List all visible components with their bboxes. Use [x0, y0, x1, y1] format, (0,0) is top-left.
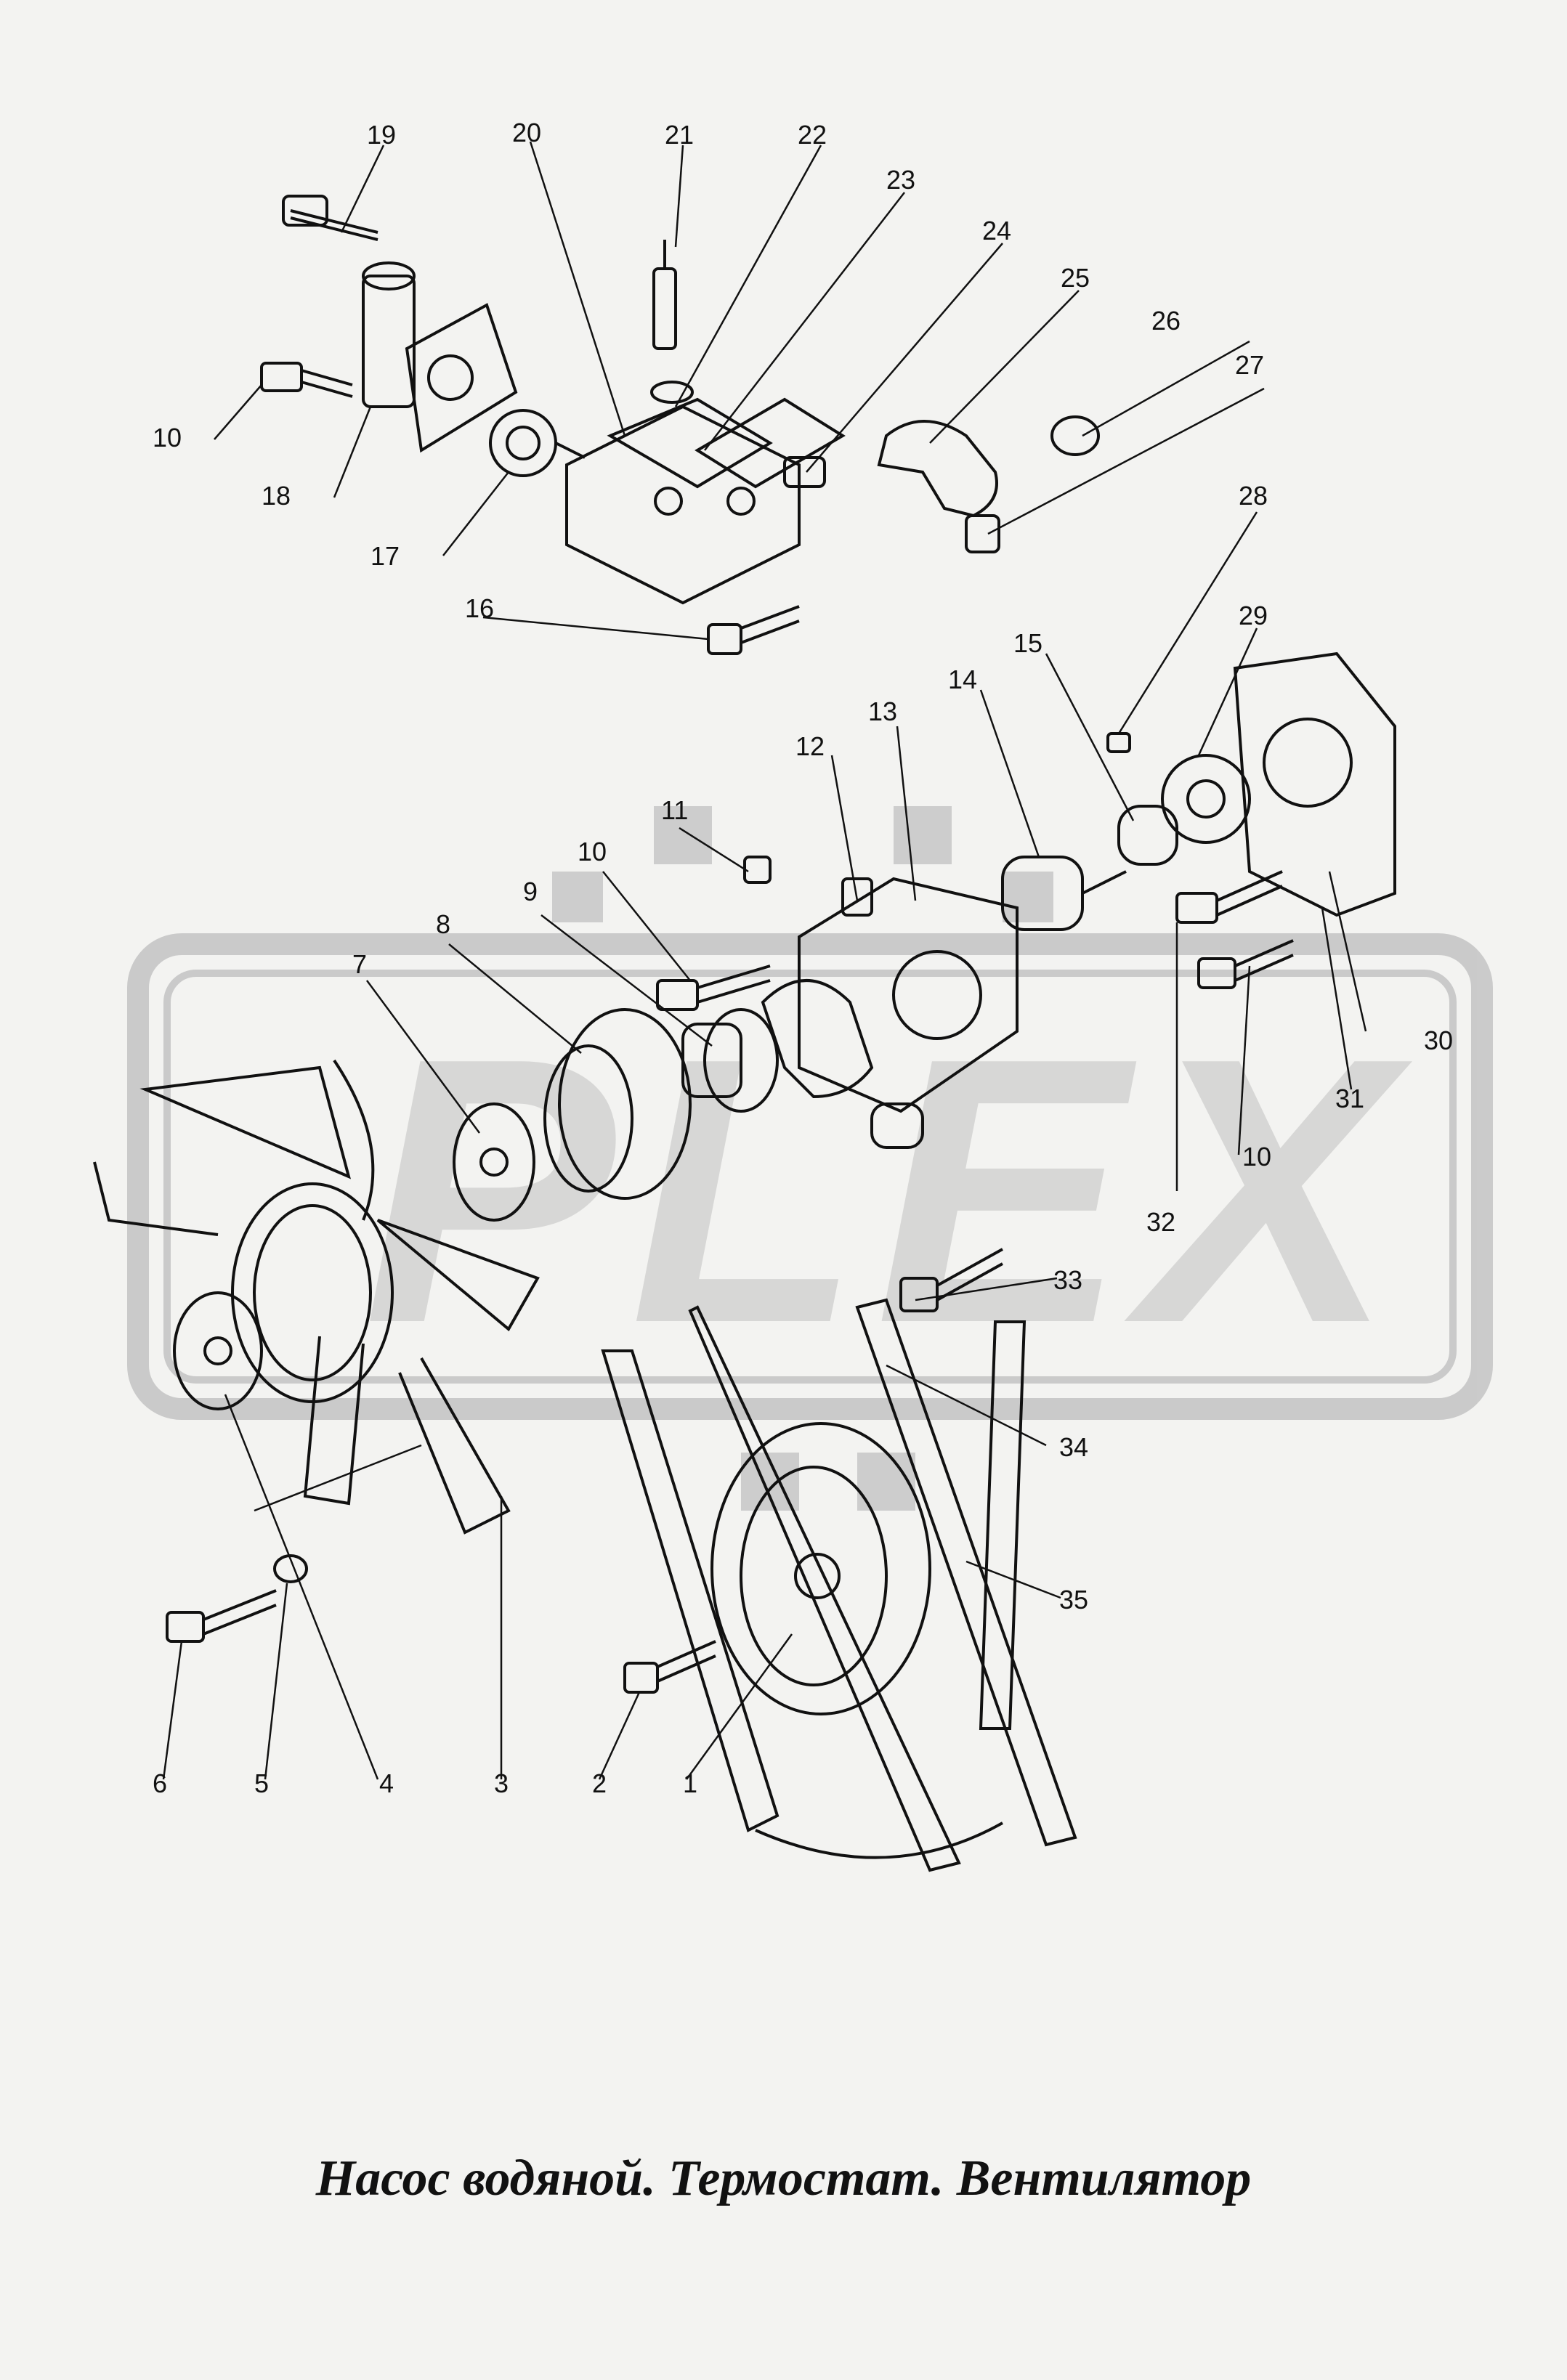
part-12-stud — [841, 877, 873, 917]
callout-31: 31 — [1335, 1084, 1365, 1113]
part-11-plug — [743, 856, 772, 884]
callout-13: 13 — [868, 696, 898, 726]
part-34-belt — [688, 1305, 961, 1872]
part-fan-ring — [231, 1182, 394, 1403]
callout-15: 15 — [1013, 628, 1043, 658]
callout-2: 2 — [592, 1768, 607, 1798]
part-23-gasket — [695, 397, 846, 489]
part-14-bearing — [1001, 856, 1127, 931]
part-19-bolt — [282, 195, 378, 241]
part-26-clamp — [1050, 415, 1100, 456]
callout-10-upper: 10 — [153, 423, 182, 452]
part-29-impeller — [1161, 754, 1251, 844]
part-2-bolt — [623, 1640, 716, 1694]
watermark-logo: PLEX — [363, 980, 1409, 1402]
part-1-crank-pulley — [710, 1422, 931, 1715]
watermark-frame — [127, 933, 1493, 1420]
part-10-bolt-right — [1197, 939, 1294, 989]
part-4-flange — [173, 1291, 263, 1410]
callout-10-mid: 10 — [578, 837, 607, 866]
part-shapes — [93, 195, 1396, 1872]
callout-4: 4 — [379, 1768, 394, 1798]
part-27-fitting — [965, 514, 1000, 553]
part-pump-inlet — [761, 979, 924, 1149]
part-21-sensor — [652, 240, 677, 350]
part-15-seal — [1117, 805, 1178, 866]
callout-27: 27 — [1235, 350, 1265, 380]
diagram-caption: Насос водяной. Термостат. Вентилятор — [315, 2150, 1252, 2206]
leader-lines — [162, 141, 1367, 1780]
callout-5: 5 — [254, 1768, 270, 1798]
part-28-plug — [1106, 732, 1131, 753]
callout-3: 3 — [494, 1768, 509, 1798]
callout-1: 1 — [683, 1768, 698, 1798]
callout-7: 7 — [352, 949, 368, 979]
part-30-cover — [1233, 651, 1396, 917]
callout-35: 35 — [1059, 1585, 1089, 1615]
callout-24: 24 — [982, 216, 1012, 245]
callout-12: 12 — [795, 731, 825, 761]
callout-20: 20 — [512, 118, 542, 147]
part-10-bolt-mid — [656, 964, 771, 1011]
callout-10-right: 10 — [1242, 1142, 1272, 1171]
part-8-pulley — [543, 1008, 692, 1200]
part-24-fitting — [783, 456, 826, 488]
part-6-bolt — [166, 1589, 277, 1643]
part-17-thermostat — [489, 409, 586, 477]
part-9-hub — [681, 1008, 779, 1113]
callout-8: 8 — [436, 909, 451, 939]
part-3-fan-blades — [93, 1059, 540, 1535]
callout-30: 30 — [1424, 1025, 1454, 1055]
part-22-washer — [650, 381, 694, 404]
callout-11: 11 — [661, 795, 689, 825]
part-7-spacer — [453, 1102, 535, 1222]
callout-9: 9 — [523, 877, 538, 906]
callout-28: 28 — [1239, 481, 1268, 511]
watermark-gear-teeth — [552, 806, 1053, 1511]
part-18-pipe-flange — [362, 261, 518, 453]
part-10-bolt-upper — [260, 362, 353, 398]
callout-25: 25 — [1061, 263, 1090, 293]
part-13-pump-body — [798, 877, 1019, 1113]
callout-18: 18 — [262, 481, 291, 511]
callout-23: 23 — [886, 165, 916, 195]
callout-29: 29 — [1239, 601, 1268, 630]
callout-16: 16 — [465, 593, 495, 623]
callout-22: 22 — [798, 120, 827, 150]
callout-19: 19 — [367, 120, 397, 150]
callout-32: 32 — [1146, 1207, 1176, 1237]
part-5-washer — [273, 1554, 308, 1583]
part-20-housing — [565, 397, 801, 605]
callout-21: 21 — [665, 120, 695, 150]
callout-33: 33 — [1053, 1265, 1083, 1295]
callout-6: 6 — [153, 1768, 168, 1798]
part-32-bolt — [1175, 870, 1283, 924]
callout-14: 14 — [948, 665, 978, 694]
callout-17: 17 — [371, 541, 400, 571]
part-33-bolt — [899, 1248, 1003, 1312]
part-16-bolt — [707, 605, 800, 655]
callout-34: 34 — [1059, 1432, 1089, 1462]
part-35-belt — [601, 1298, 1077, 1859]
callout-26: 26 — [1151, 306, 1181, 336]
